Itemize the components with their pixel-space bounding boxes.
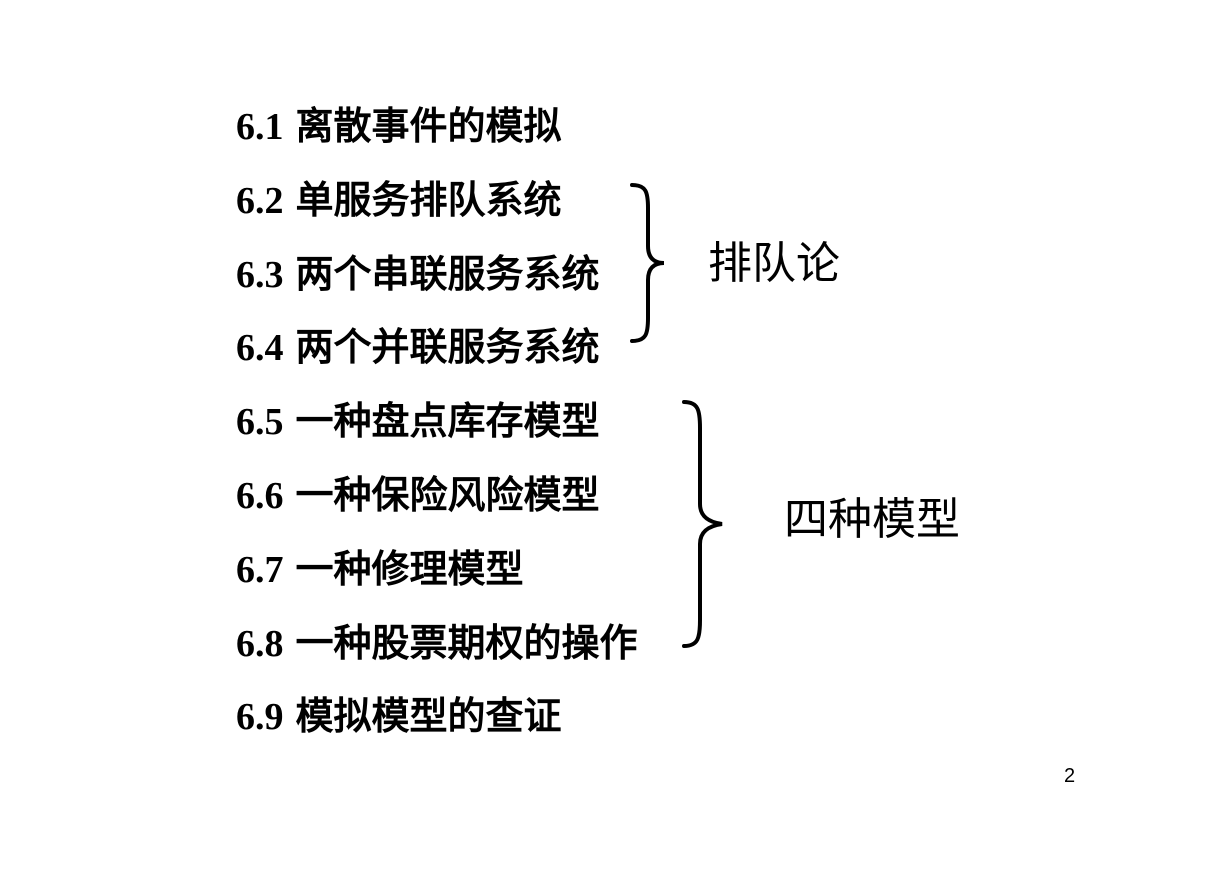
toc-item-6-5: 6.5 一种盘点库存模型	[236, 395, 638, 469]
toc-item-number: 6.6	[236, 474, 284, 517]
toc-item-6-6: 6.6 一种保险风险模型	[236, 469, 638, 543]
toc-item-number: 6.4	[236, 327, 284, 370]
toc-item-title: 两个串联服务系统	[295, 251, 600, 296]
toc-item-number: 6.8	[236, 622, 284, 665]
group-label-queueing: 排队论	[708, 238, 840, 289]
toc-item-6-8: 6.8 一种股票期权的操作	[236, 617, 638, 691]
group-label-models: 四种模型	[784, 494, 960, 545]
toc-item-6-9: 6.9 模拟模型的查证	[236, 690, 638, 764]
toc-item-6-3: 6.3 两个串联服务系统	[236, 248, 638, 322]
toc-item-number: 6.5	[236, 401, 284, 444]
toc-item-title: 两个并联服务系统	[295, 325, 600, 370]
toc-item-6-7: 6.7 一种修理模型	[236, 543, 638, 617]
toc-item-number: 6.3	[236, 253, 284, 296]
models-brace	[682, 400, 723, 648]
toc-item-number: 6.7	[236, 548, 284, 591]
toc-item-title: 一种保险风险模型	[295, 472, 600, 517]
toc-item-title: 模拟模型的查证	[295, 694, 562, 739]
toc-list: 6.1 离散事件的模拟 6.2 单服务排队系统 6.3 两个串联服务系统 6.4 两个并…	[236, 100, 638, 764]
queueing-brace	[630, 183, 665, 343]
toc-item-6-4: 6.4 两个并联服务系统	[236, 321, 638, 395]
toc-item-6-1: 6.1 离散事件的模拟	[236, 100, 638, 174]
toc-item-number: 6.1	[236, 106, 284, 148]
toc-item-title: 一种股票期权的操作	[295, 620, 638, 665]
toc-item-title: 一种修理模型	[295, 546, 524, 591]
toc-item-number: 6.9	[236, 696, 284, 739]
toc-item-title: 一种盘点库存模型	[295, 399, 600, 444]
toc-item-6-2: 6.2 单服务排队系统	[236, 174, 638, 248]
toc-item-title: 离散事件的模拟	[295, 104, 562, 148]
toc-item-title: 单服务排队系统	[295, 177, 562, 222]
toc-item-number: 6.2	[236, 179, 284, 222]
page-number: 2	[1064, 765, 1076, 787]
